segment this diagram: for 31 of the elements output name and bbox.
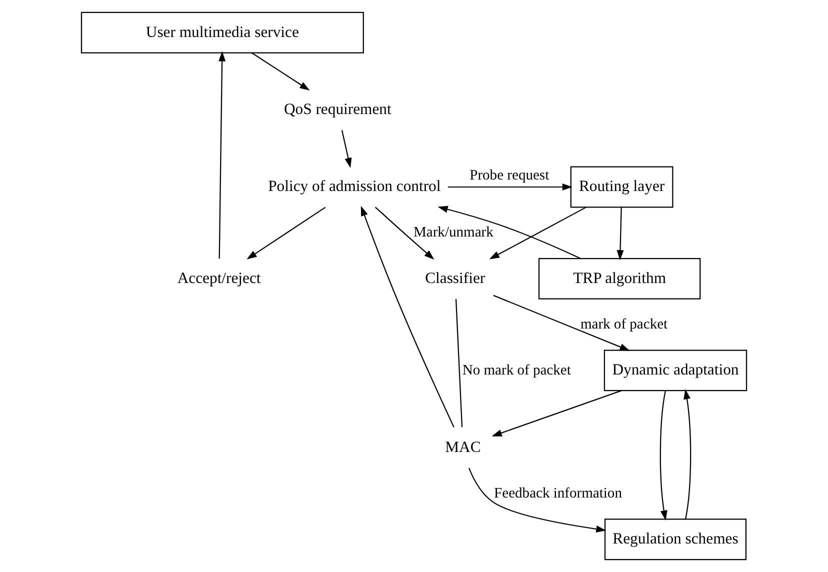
edge-label: Feedback information bbox=[494, 485, 622, 502]
node-text: Classifier bbox=[425, 270, 486, 287]
arrow bbox=[360, 206, 454, 428]
arrow bbox=[489, 206, 586, 260]
arrow bbox=[493, 294, 630, 351]
arrow bbox=[468, 468, 606, 532]
node-box: Regulation schemes bbox=[604, 518, 747, 560]
edge-label: No mark of packet bbox=[462, 362, 571, 378]
node-box: Routing layer bbox=[570, 166, 674, 208]
arrow bbox=[660, 390, 668, 521]
connector bbox=[455, 298, 463, 428]
arrow bbox=[448, 183, 572, 191]
arrow bbox=[341, 130, 352, 168]
arrow bbox=[218, 51, 226, 259]
arrow bbox=[252, 52, 310, 91]
arrow bbox=[374, 206, 434, 260]
arrow bbox=[438, 206, 581, 259]
arrow bbox=[684, 389, 692, 519]
node-box: Dynamic adaptation bbox=[604, 350, 748, 392]
arrow bbox=[492, 390, 622, 436]
edge-label: Probe request bbox=[470, 168, 550, 184]
node-box: TRP algorithm bbox=[538, 258, 701, 300]
edge-label: Mark/unmark bbox=[413, 224, 494, 241]
arrow bbox=[246, 206, 326, 260]
node-text: MAC bbox=[445, 438, 481, 456]
node-box: User multimedia service bbox=[80, 12, 364, 54]
arrow bbox=[616, 208, 624, 260]
edge-label: mark of packet bbox=[580, 316, 668, 332]
node-text: Policy of admission control bbox=[268, 178, 441, 196]
node-text: Accept/reject bbox=[177, 270, 261, 287]
node-text: QoS requirement bbox=[284, 100, 392, 118]
